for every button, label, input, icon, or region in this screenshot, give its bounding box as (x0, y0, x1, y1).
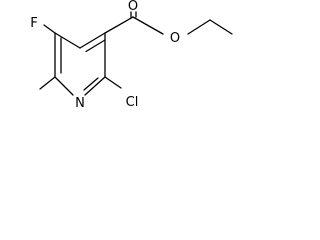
bond-c5-fluorine (43, 24, 56, 34)
bond-c2-chlorine (104, 76, 122, 89)
chemical-structure-diagram: F N Cl O O (30, 0, 233, 111)
bond-c6-methyl (39, 76, 56, 90)
ester-oxygen-label: O (170, 31, 180, 46)
ring-bond-n-c6 (54, 76, 74, 96)
bond-ch2-ch3 (209, 19, 233, 35)
ring-bond-c4-c3-inner (85, 39, 106, 53)
bond-c3-carbonyl-carbon (104, 16, 134, 34)
bond-ester-o-ch2 (187, 19, 211, 35)
nitrogen-label: N (75, 96, 85, 111)
ring-bond-c2-n (84, 76, 106, 96)
atom-labels: F N Cl O O (30, 0, 180, 111)
substituent-bonds (39, 11, 233, 90)
ring-bond-c4-c3 (79, 32, 106, 49)
carbonyl-oxygen-label: O (128, 0, 138, 14)
ring-bond-c2-n-inner (83, 77, 99, 91)
chlorine-label: Cl (126, 95, 139, 110)
bond-carbonyl-to-ester-o (132, 16, 164, 35)
ring-bond-c5-c4 (54, 32, 81, 49)
pyridine-ring (54, 32, 106, 96)
fluorine-label: F (30, 16, 37, 31)
